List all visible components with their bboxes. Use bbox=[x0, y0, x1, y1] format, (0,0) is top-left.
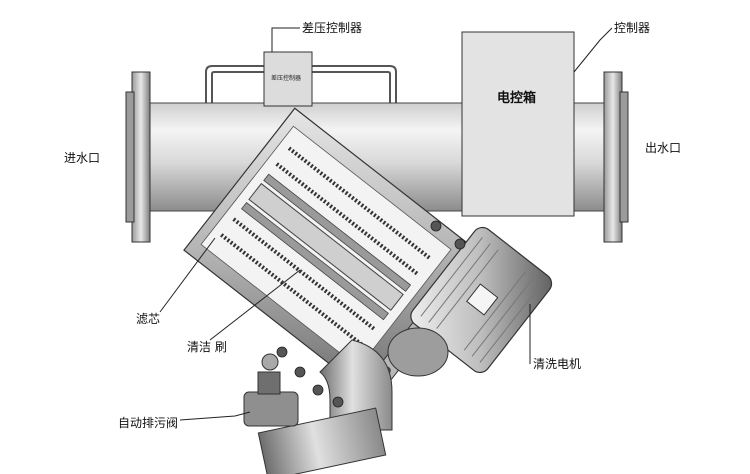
controller-label: 控制器 bbox=[614, 21, 651, 35]
outlet-label: 出水口 bbox=[645, 141, 682, 155]
motor-gearbox bbox=[387, 327, 449, 377]
flange-bolts bbox=[276, 220, 466, 408]
outlet-flange bbox=[603, 71, 629, 243]
cleaning-motor bbox=[410, 226, 553, 374]
auto-drain-valve-label: 自动排污阀 bbox=[118, 416, 179, 430]
control-box-label: 电控箱 bbox=[497, 91, 537, 106]
filter-element-label: 滤芯 bbox=[136, 312, 161, 326]
auto-drain-valve bbox=[243, 353, 299, 427]
dp-controller-label: 差压控制器 bbox=[302, 21, 363, 35]
control-box bbox=[461, 31, 575, 217]
drain-pipe bbox=[257, 339, 393, 474]
filter-housing bbox=[183, 107, 494, 409]
inlet-label: 进水口 bbox=[64, 151, 101, 165]
cleaning-brush-label: 清洁 刷 bbox=[187, 340, 227, 354]
leader-lines bbox=[159, 27, 613, 421]
inlet-flange bbox=[125, 71, 151, 243]
dp-controller-box bbox=[263, 51, 313, 107]
dp-controller-plate-label: 差压控制器 bbox=[271, 75, 302, 82]
cleaning-motor-label: 清洗电机 bbox=[533, 357, 582, 371]
